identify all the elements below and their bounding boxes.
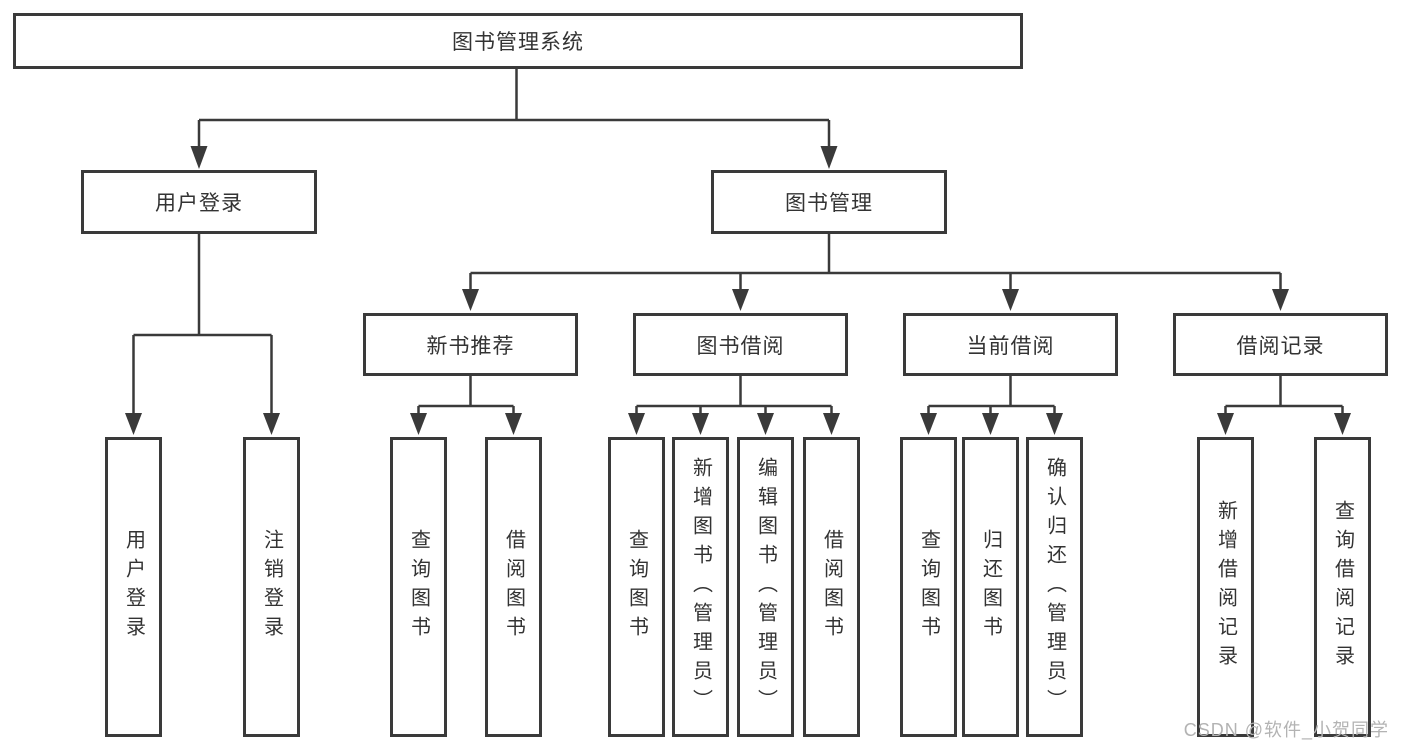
- leaf-confirm-return-admin-label: 确认归还（管理员）: [1043, 456, 1066, 718]
- leaf-return-books: 归还图书: [962, 437, 1019, 737]
- node-library-system: 图书管理系统: [13, 13, 1023, 69]
- leaf-query-borrow-record-label: 查询借阅记录: [1331, 500, 1354, 674]
- arrowheads: [125, 146, 1351, 435]
- leaf-return-books-label: 归还图书: [979, 529, 1002, 645]
- node-book-borrowing-label: 图书借阅: [696, 334, 785, 358]
- leaf-borrowing-query-books: 查询图书: [608, 437, 665, 737]
- connector-wires: [132, 69, 1344, 416]
- node-library-system-label: 图书管理系统: [452, 31, 584, 54]
- node-current-borrowing: 当前借阅: [903, 313, 1118, 376]
- leaf-edit-books-admin-label: 编辑图书（管理员）: [754, 456, 777, 718]
- node-borrowing-records: 借阅记录: [1173, 313, 1388, 376]
- leaf-recommend-query-books-label: 查询图书: [407, 529, 430, 645]
- leaf-add-books-admin-label: 新增图书（管理员）: [689, 456, 712, 718]
- leaf-add-books-admin: 新增图书（管理员）: [672, 437, 729, 737]
- node-book-borrowing: 图书借阅: [633, 313, 848, 376]
- node-user-login-label: 用户登录: [155, 192, 243, 215]
- leaf-edit-books-admin: 编辑图书（管理员）: [737, 437, 794, 737]
- leaf-user-login-label: 用户登录: [122, 529, 145, 645]
- leaf-recommend-borrow-books-label: 借阅图书: [502, 529, 525, 645]
- leaf-recommend-borrow-books: 借阅图书: [485, 437, 542, 737]
- leaf-borrowing-query-books-label: 查询图书: [625, 529, 648, 645]
- leaf-user-login: 用户登录: [105, 437, 162, 737]
- leaf-add-borrow-record-label: 新增借阅记录: [1214, 500, 1237, 674]
- leaf-logout-label: 注销登录: [260, 529, 283, 645]
- leaf-borrow-books: 借阅图书: [803, 437, 860, 737]
- leaf-logout: 注销登录: [243, 437, 300, 737]
- node-current-borrowing-label: 当前借阅: [966, 334, 1055, 358]
- node-user-login: 用户登录: [81, 170, 317, 234]
- leaf-current-query-books-label: 查询图书: [917, 529, 940, 645]
- leaf-borrow-books-label: 借阅图书: [820, 529, 843, 645]
- leaf-confirm-return-admin: 确认归还（管理员）: [1026, 437, 1083, 737]
- leaf-query-borrow-record: 查询借阅记录: [1314, 437, 1371, 737]
- node-new-book-recommend: 新书推荐: [363, 313, 578, 376]
- leaf-add-borrow-record: 新增借阅记录: [1197, 437, 1254, 737]
- node-book-management: 图书管理: [711, 170, 947, 234]
- csdn-watermark: CSDN @软件_小贺同学: [1183, 720, 1389, 740]
- node-new-book-recommend-label: 新书推荐: [426, 334, 515, 358]
- node-book-management-label: 图书管理: [785, 192, 873, 215]
- leaf-current-query-books: 查询图书: [900, 437, 957, 737]
- node-borrowing-records-label: 借阅记录: [1236, 334, 1325, 358]
- leaf-recommend-query-books: 查询图书: [390, 437, 447, 737]
